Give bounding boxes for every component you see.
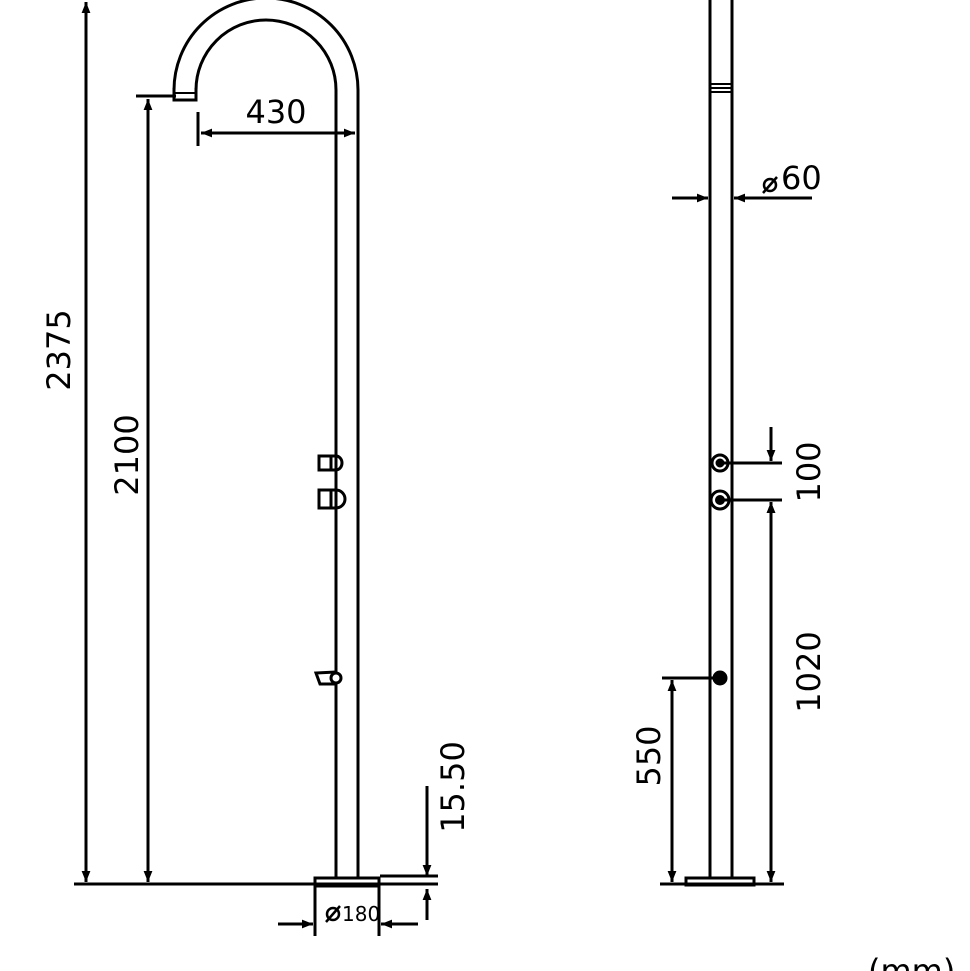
front-view-dimensions: [74, 2, 438, 936]
side-foot-tap: [712, 670, 728, 686]
foot-tap: [313, 670, 337, 686]
base-plate: [313, 876, 381, 888]
valve-height-label: 1020: [790, 631, 828, 712]
front-view: [172, 0, 381, 888]
valve-knob-upper: [317, 454, 344, 472]
shower-arm-inner: [194, 18, 338, 91]
pipe-diameter-callout: 60: [762, 159, 822, 197]
base-diameter-callout: 180: [325, 902, 380, 926]
units-label: (mm): [868, 952, 955, 971]
valve-spacing-label: 100: [790, 441, 828, 502]
valve-knob-lower: [317, 488, 347, 510]
side-view-dimensions: [660, 193, 812, 886]
tap-height-label: 550: [630, 725, 668, 786]
outlet-height-label: 2100: [108, 414, 146, 495]
overall-height-label: 2375: [40, 309, 78, 390]
arm-reach-label: 430: [245, 93, 306, 131]
pipe-diameter-label: 60: [781, 159, 822, 197]
base-thickness-label: 15.50: [434, 741, 472, 833]
side-valve-knob-lower: [709, 489, 731, 511]
base-diameter-label: 180: [342, 902, 380, 926]
side-view: [684, 0, 756, 887]
shower-arm-outer: [172, 0, 360, 91]
diameter-icon: [325, 905, 341, 923]
diameter-icon: [762, 176, 778, 194]
